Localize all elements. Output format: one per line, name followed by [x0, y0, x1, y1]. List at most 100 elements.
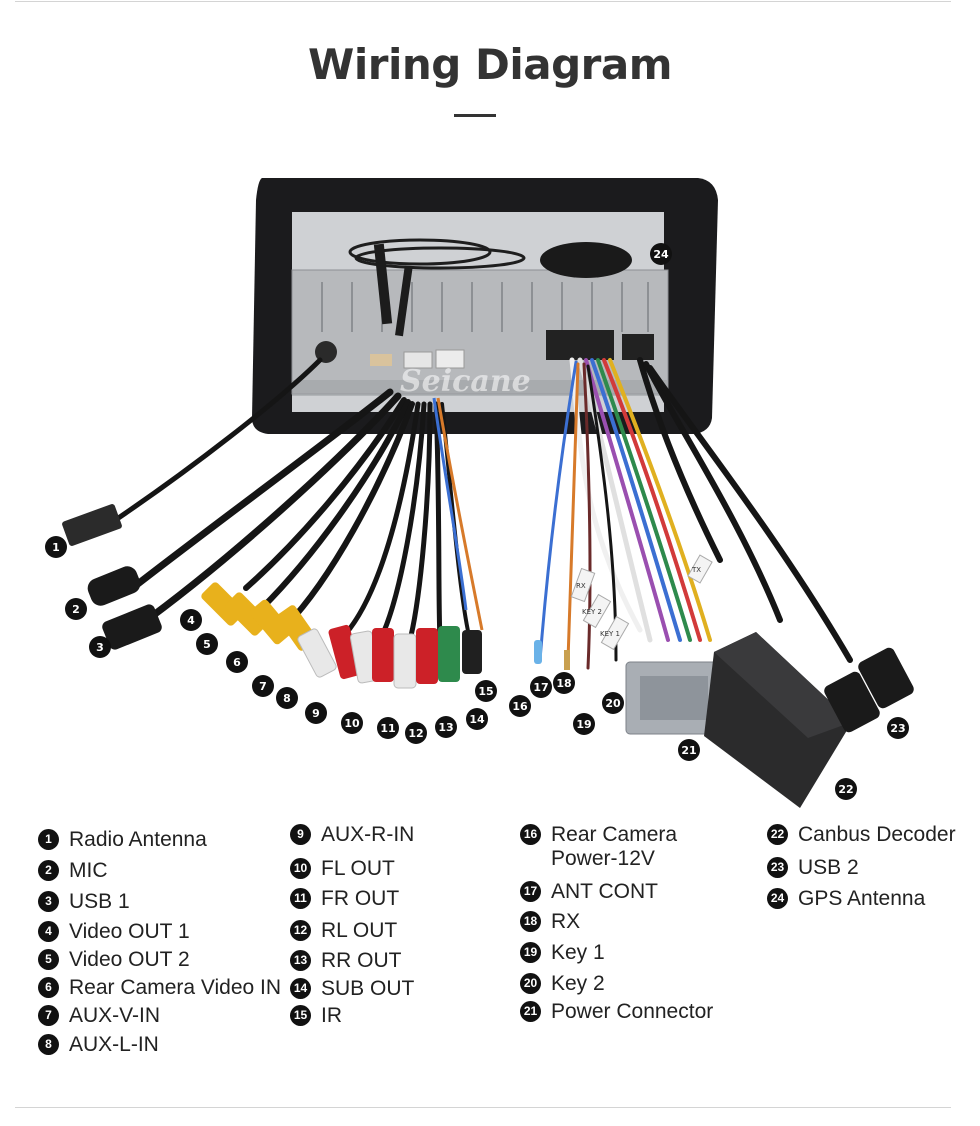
callout-23: 23 — [887, 717, 909, 739]
callout-5: 5 — [196, 633, 218, 655]
callout-24: 24 — [650, 243, 672, 265]
callout-6: 6 — [226, 651, 248, 673]
callout-2: 2 — [65, 598, 87, 620]
legend-label: FR OUT — [321, 887, 400, 910]
seicane-watermark: Seicane — [400, 364, 531, 399]
wiring-diagram-illustration: Seicane — [45, 178, 914, 808]
callout-9: 9 — [305, 702, 327, 724]
legend-label: USB 2 — [798, 856, 859, 879]
legend-label: USB 1 — [69, 890, 130, 913]
svg-text:12: 12 — [408, 727, 423, 740]
callout-21: 21 — [678, 739, 700, 761]
svg-text:3: 3 — [96, 641, 104, 654]
callout-4: 4 — [180, 609, 202, 631]
top-divider — [15, 1, 951, 2]
right-harness — [538, 357, 853, 670]
legend-number: 3 — [38, 891, 59, 912]
legend-number: 15 — [290, 1005, 311, 1026]
legend-number: 18 — [520, 911, 541, 932]
svg-text:1: 1 — [52, 541, 60, 554]
callout-1: 1 — [45, 536, 67, 558]
svg-text:11: 11 — [380, 722, 395, 735]
callout-3: 3 — [89, 636, 111, 658]
legend-number: 2 — [38, 860, 59, 881]
callout-15: 15 — [475, 680, 497, 702]
callout-14: 14 — [466, 708, 488, 730]
legend-number: 14 — [290, 978, 311, 999]
svg-text:7: 7 — [259, 680, 267, 693]
left-harness — [105, 357, 472, 643]
legend-item: 2 MIC — [38, 859, 108, 883]
callout-8: 8 — [276, 687, 298, 709]
legend-label: GPS Antenna — [798, 887, 926, 910]
svg-text:6: 6 — [233, 656, 241, 669]
legend-number: 19 — [520, 942, 541, 963]
usb2-plug — [824, 647, 914, 733]
svg-text:16: 16 — [512, 700, 528, 713]
svg-text:19: 19 — [576, 718, 591, 731]
legend-label: Rear Camera Video IN — [69, 976, 282, 999]
legend-label: Canbus Decoder — [798, 823, 956, 846]
power-connector — [625, 661, 723, 735]
legend-item: 18 RX — [520, 910, 580, 934]
legend-label: MIC — [69, 859, 108, 882]
legend-label: Key 1 — [551, 941, 605, 964]
callout-markers: 1 2 3 4 5 6 7 8 9 10 11 12 13 14 15 16 1… — [45, 243, 909, 800]
callout-19: 19 — [573, 713, 595, 735]
svg-text:8: 8 — [283, 692, 291, 705]
svg-text:9: 9 — [312, 707, 320, 720]
gps-antenna — [348, 238, 632, 337]
legend-item: 23 USB 2 — [767, 856, 859, 880]
legend-number: 10 — [290, 858, 311, 879]
svg-text:22: 22 — [838, 783, 853, 796]
svg-text:18: 18 — [556, 677, 571, 690]
radio-antenna-plug — [62, 504, 122, 546]
callout-10: 10 — [341, 712, 363, 734]
callout-11: 11 — [377, 717, 399, 739]
canbus-decoder — [704, 632, 852, 808]
tag-rx: RX — [576, 582, 586, 590]
legend-label: FL OUT — [321, 857, 395, 880]
legend-item: 15 IR — [290, 1004, 342, 1028]
tag-key2: KEY 2 — [582, 608, 602, 616]
legend-number: 16 — [520, 824, 541, 845]
usb1-plug — [102, 604, 162, 650]
legend-number: 22 — [767, 824, 788, 845]
svg-text:4: 4 — [187, 614, 195, 627]
legend-number: 6 — [38, 977, 59, 998]
svg-text:2: 2 — [72, 603, 80, 616]
svg-text:5: 5 — [203, 638, 211, 651]
title-underline — [454, 114, 496, 117]
legend-label: Rear Camera Power-12V — [551, 823, 678, 870]
legend-number: 21 — [520, 1001, 541, 1022]
legend-number: 17 — [520, 881, 541, 902]
legend-label: ANT CONT — [551, 880, 658, 903]
callout-13: 13 — [435, 716, 457, 738]
legend-number: 5 — [38, 949, 59, 970]
callout-22: 22 — [835, 778, 857, 800]
legend-number: 23 — [767, 857, 788, 878]
svg-text:24: 24 — [653, 248, 669, 261]
callout-12: 12 — [405, 722, 427, 744]
legend-label: RX — [551, 910, 581, 933]
legend-label: Video OUT 2 — [69, 948, 190, 971]
legend-number: 4 — [38, 921, 59, 942]
callout-17: 17 — [530, 676, 552, 698]
legend-label: IR — [321, 1004, 342, 1027]
legend-item: 17 ANT CONT — [520, 880, 658, 904]
legend-item: 5 Video OUT 2 — [38, 948, 190, 972]
svg-text:13: 13 — [438, 721, 453, 734]
legend-item: 6 Rear Camera Video IN — [38, 976, 281, 1000]
legend-number: 9 — [290, 824, 311, 845]
svg-text:17: 17 — [533, 681, 548, 694]
callout-16: 16 — [509, 695, 531, 717]
legend-number: 11 — [290, 888, 311, 909]
legend-item: 11 FR OUT — [290, 887, 399, 911]
